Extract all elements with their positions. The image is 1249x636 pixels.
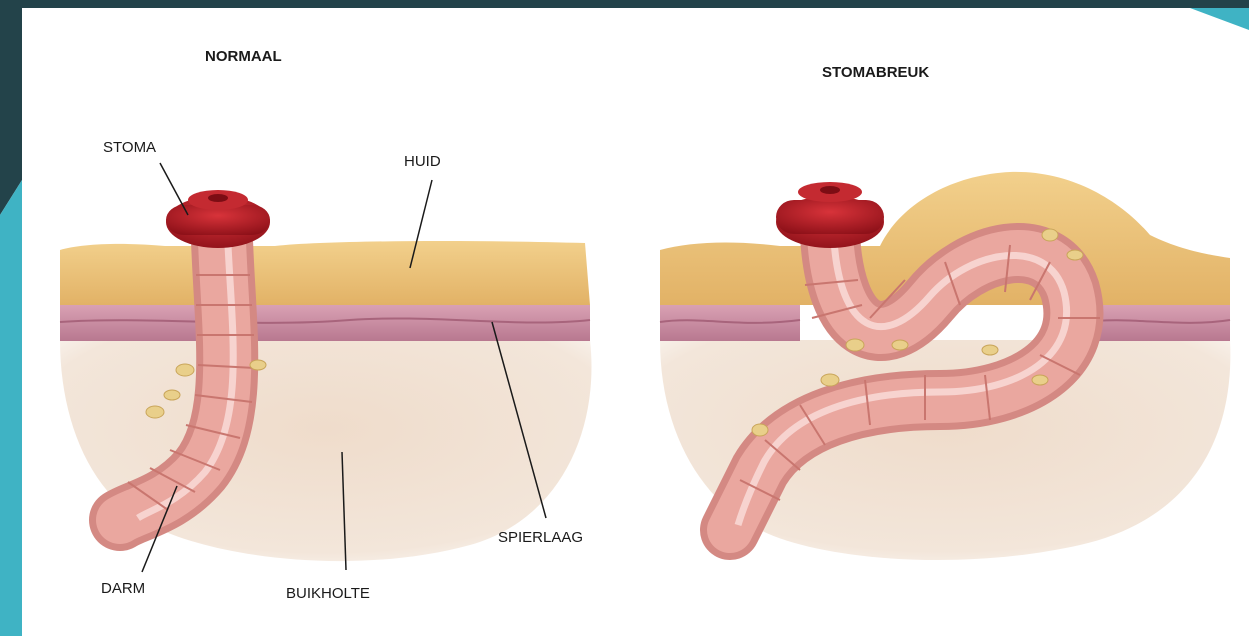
hernia-illustration xyxy=(660,172,1230,560)
label-buikholte: BUIKHOLTE xyxy=(286,585,370,602)
title-stomabreuk: STOMABREUK xyxy=(822,64,929,81)
label-spierlaag: SPIERLAAG xyxy=(498,529,583,546)
skin-layer-left xyxy=(60,241,590,305)
title-normaal: NORMAAL xyxy=(205,48,282,65)
normal-illustration xyxy=(60,190,592,561)
label-stoma: STOMA xyxy=(103,139,156,156)
leader-stoma xyxy=(160,163,188,215)
label-darm: DARM xyxy=(101,580,145,597)
label-huid: HUID xyxy=(404,153,441,170)
